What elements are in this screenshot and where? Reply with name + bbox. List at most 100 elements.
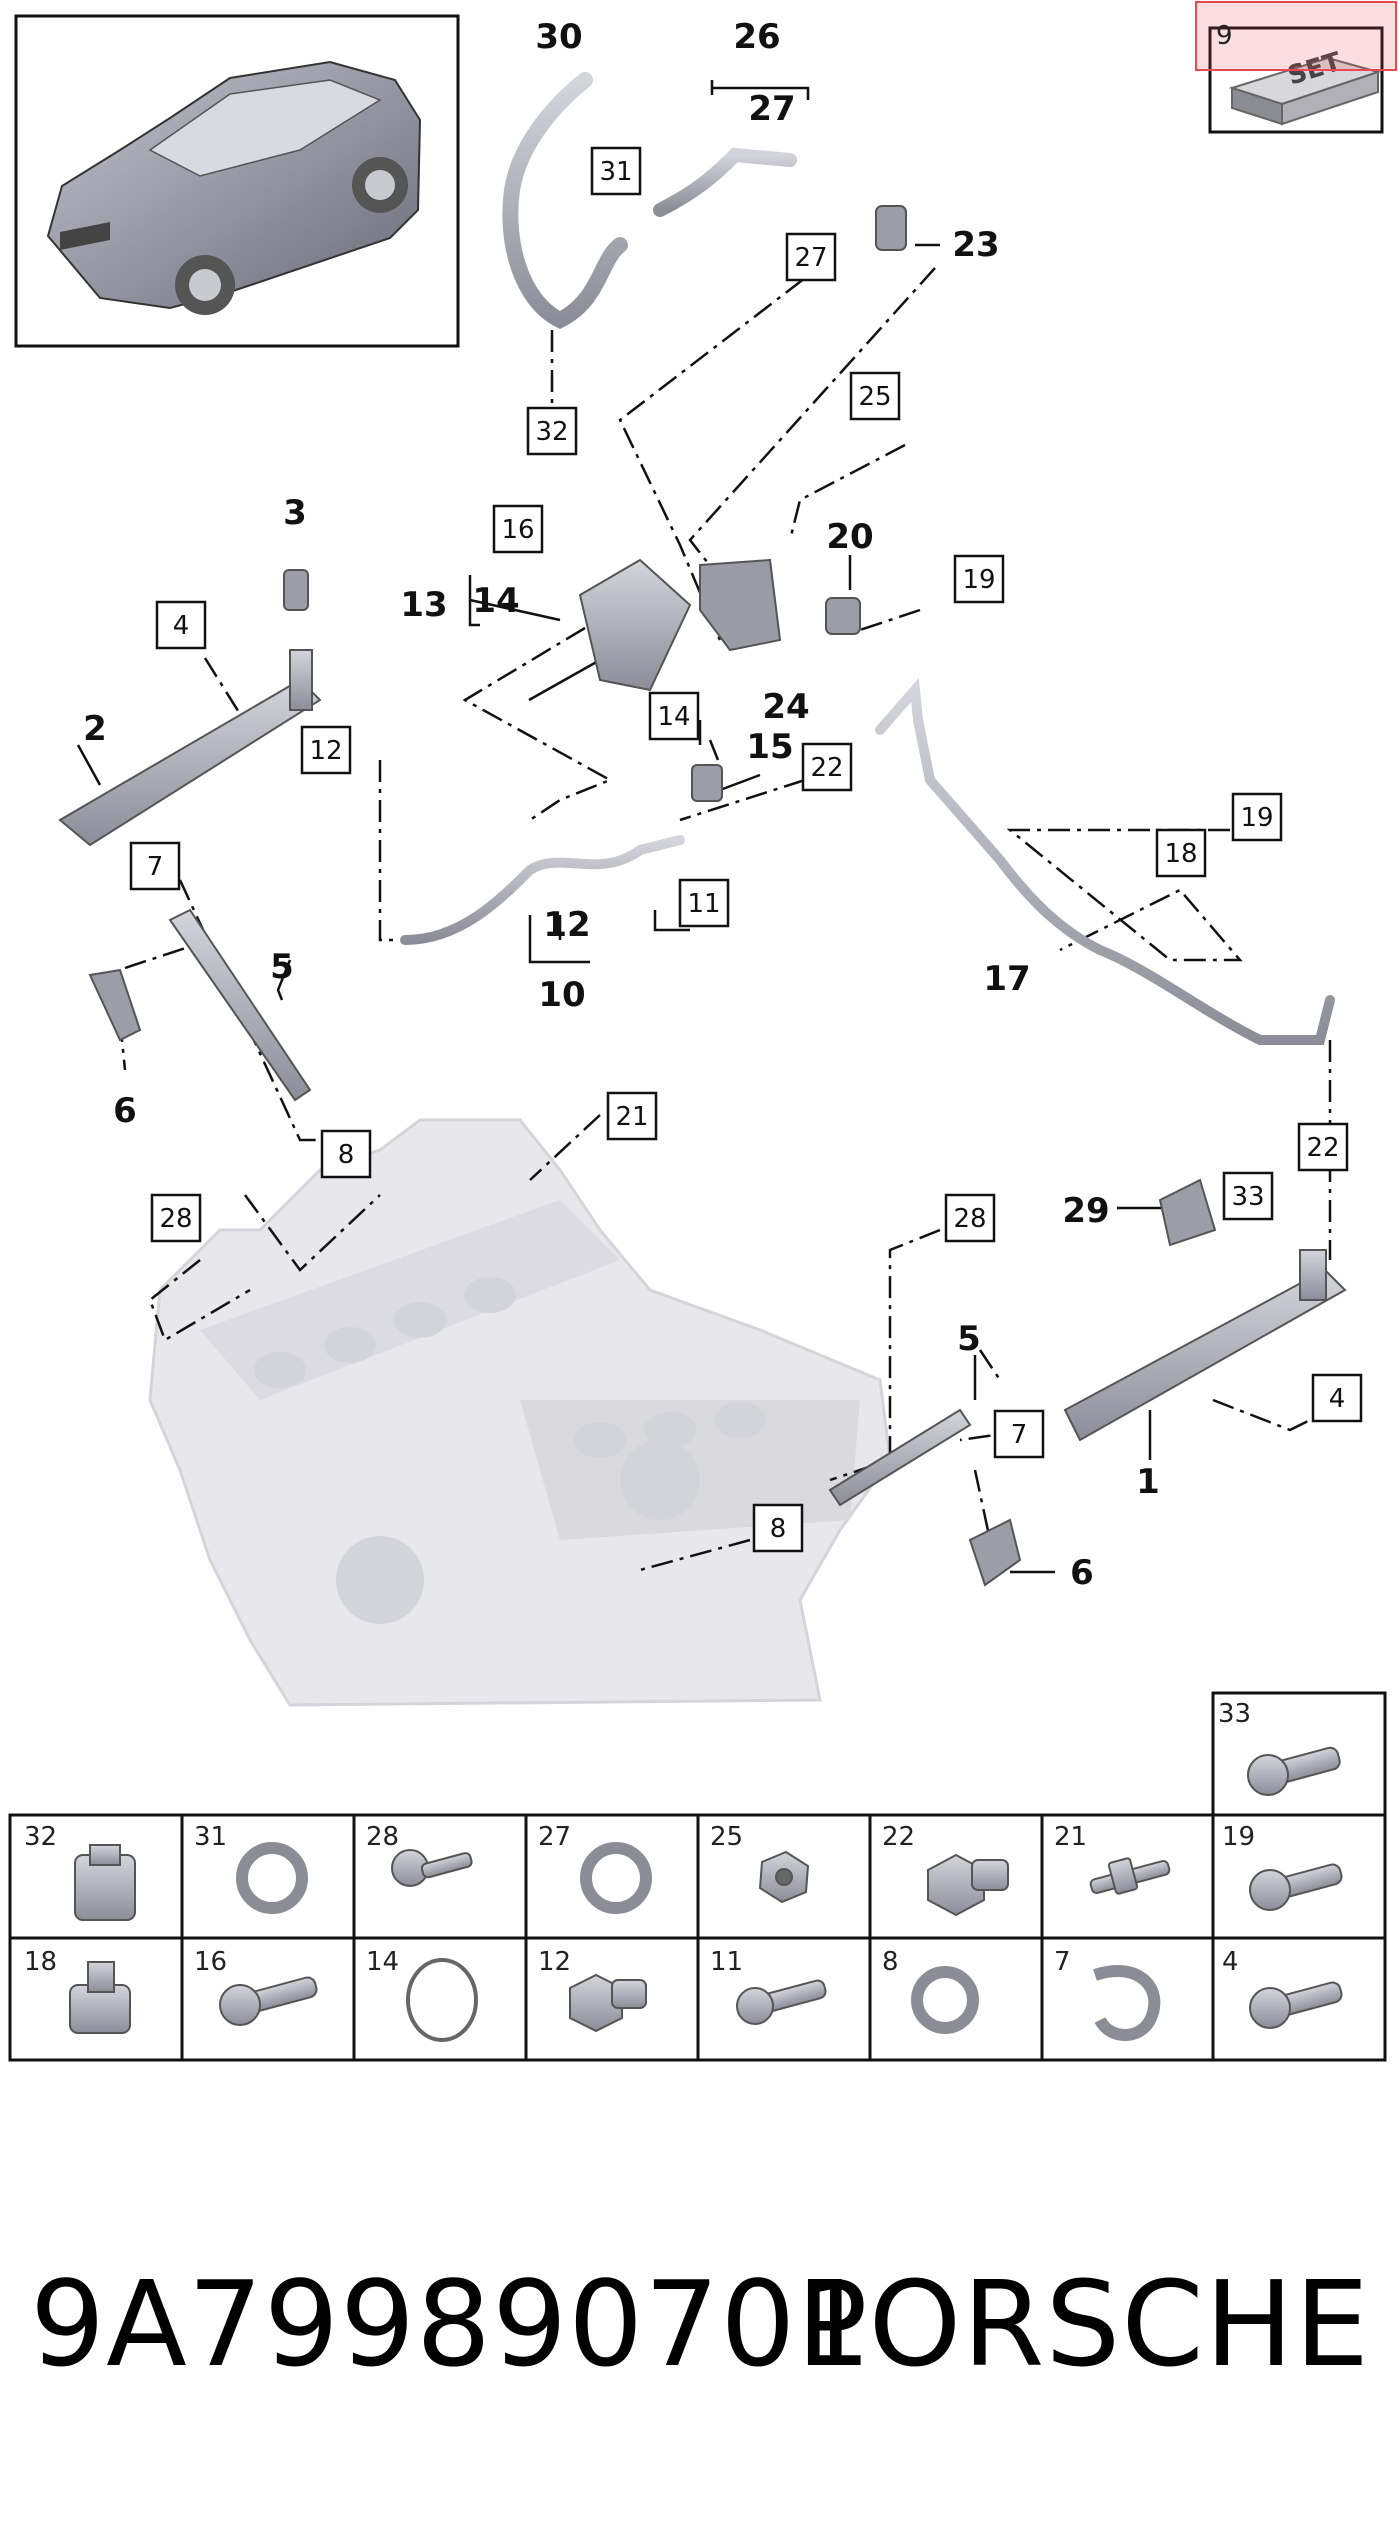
box-25: 25	[849, 371, 901, 421]
grid-icon-21	[1089, 1857, 1171, 1895]
callout-17: 17	[983, 959, 1030, 999]
svg-text:27: 27	[794, 243, 827, 273]
grid-label-16: 16	[194, 1947, 227, 1977]
grid-icon-33	[1247, 1746, 1341, 1796]
bold-callouts: 30 26 27 23 20 3 13 14 16 24 15 2 12 10 …	[83, 17, 1160, 1593]
callout-14: 14	[472, 581, 519, 621]
grid-labels: 33 32 31 28 27 25 22 21 19 18 16 14 12 1…	[24, 1699, 1255, 1977]
grid-icon-8	[911, 1966, 979, 2034]
box-8-right: 8	[752, 1503, 804, 1553]
svg-text:14: 14	[657, 702, 690, 732]
box-4-left: 4	[155, 600, 207, 650]
box-7-right: 7	[993, 1409, 1045, 1459]
svg-text:33: 33	[1231, 1182, 1264, 1212]
svg-text:19: 19	[1240, 803, 1273, 833]
grid-icon-7	[1093, 1965, 1161, 2041]
box-7-left: 7	[129, 841, 181, 891]
grid-icon-4	[1249, 1981, 1343, 2029]
svg-text:8: 8	[338, 1140, 355, 1170]
svg-text:32: 32	[535, 417, 568, 447]
grid-label-4: 4	[1222, 1947, 1239, 1977]
part-5-injector-right	[828, 1408, 972, 1507]
callout-1: 1	[1136, 1462, 1160, 1502]
svg-text:16: 16	[501, 515, 534, 545]
svg-text:4: 4	[173, 611, 190, 641]
callout-6-right: 6	[1070, 1553, 1094, 1593]
box-27: 27	[785, 232, 837, 282]
grid-icon-28	[391, 1849, 473, 1887]
grid-label-18: 18	[24, 1947, 57, 1977]
box-33: 33	[1222, 1171, 1274, 1221]
box-11: 11	[678, 878, 730, 928]
box-28-right: 28	[944, 1193, 996, 1243]
callout-30: 30	[535, 17, 582, 57]
box-22-right: 22	[1297, 1122, 1349, 1172]
svg-text:22: 22	[810, 753, 843, 783]
grid-icon-18	[69, 1961, 131, 2034]
grid-label-14: 14	[366, 1947, 399, 1977]
grid-label-25: 25	[710, 1822, 743, 1852]
svg-text:28: 28	[159, 1204, 192, 1234]
parts-grid	[8, 1691, 1387, 2062]
grid-label-27: 27	[538, 1822, 571, 1852]
svg-text:7: 7	[1011, 1420, 1028, 1450]
svg-text:19: 19	[962, 565, 995, 595]
grid-label-19: 19	[1222, 1822, 1255, 1852]
box-16: 16	[492, 504, 544, 554]
svg-text:22: 22	[1306, 1133, 1339, 1163]
grid-label-28: 28	[366, 1822, 399, 1852]
callout-26: 26	[733, 17, 780, 57]
part-17-pipe	[875, 678, 1335, 1045]
part-30-hose	[502, 72, 628, 329]
grid-part-icons	[69, 1746, 1343, 2042]
grid-icon-16	[219, 1976, 318, 2026]
part-6-clip-right	[968, 1518, 1022, 1587]
part-12-pipe	[400, 835, 685, 945]
solid-leaders	[76, 80, 1180, 1574]
grid-label-11: 11	[710, 1947, 743, 1977]
grid-label-8: 8	[882, 1947, 899, 1977]
callout-5-right: 5	[957, 1319, 981, 1359]
part-2-fuel-rail-left	[58, 649, 322, 847]
part-number: 9A799890701	[30, 2255, 873, 2393]
grid-label-31: 31	[194, 1822, 227, 1852]
svg-text:4: 4	[1329, 1384, 1346, 1414]
callout-29: 29	[1062, 1191, 1109, 1231]
box-18: 18	[1155, 828, 1207, 878]
callout-15: 15	[746, 727, 793, 767]
box-31: 31	[590, 146, 642, 196]
callout-10: 10	[538, 975, 585, 1015]
callout-23: 23	[952, 225, 999, 265]
grid-icon-27	[580, 1842, 652, 1914]
box-21: 21	[606, 1091, 658, 1141]
svg-text:25: 25	[858, 382, 891, 412]
svg-text:7: 7	[147, 852, 164, 882]
grid-icon-32	[74, 1844, 136, 1921]
footer: 9A799890701 PORSCHE	[30, 2255, 1370, 2425]
grid-icon-25	[758, 1850, 810, 1904]
box-12: 12	[300, 725, 352, 775]
kit-set-icon: SET 9	[1195, 1, 1397, 134]
part-15-cap	[691, 764, 723, 802]
vehicle-thumbnail	[14, 14, 460, 348]
box-8-left: 8	[320, 1129, 372, 1179]
box-32: 32	[526, 406, 578, 456]
part-24-bracket	[699, 558, 782, 652]
svg-text:11: 11	[687, 889, 720, 919]
part-16-pump	[578, 558, 692, 692]
svg-text:18: 18	[1164, 839, 1197, 869]
grid-icon-14	[406, 1958, 478, 2042]
grid-label-32: 32	[24, 1822, 57, 1852]
part-20-sensor	[825, 597, 861, 635]
grid-icon-12	[569, 1973, 647, 2033]
box-4-right: 4	[1311, 1373, 1363, 1423]
box-19-top: 19	[953, 554, 1005, 604]
grid-label-21: 21	[1054, 1822, 1087, 1852]
callout-5-left: 5	[270, 947, 294, 987]
svg-text:31: 31	[599, 157, 632, 187]
kit-number: 9	[1216, 21, 1233, 51]
grid-icon-31	[236, 1842, 308, 1914]
svg-text:21: 21	[615, 1102, 648, 1132]
part-26-pipe	[653, 147, 797, 217]
box-22-top: 22	[801, 742, 853, 792]
